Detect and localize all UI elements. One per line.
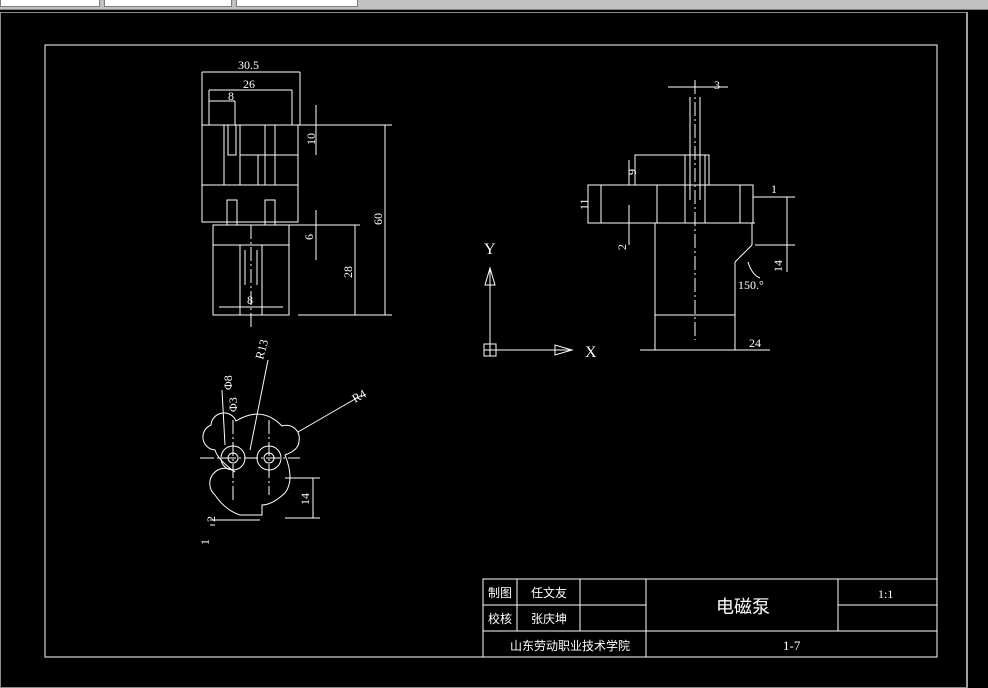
drawn-name: 任文友 — [531, 585, 567, 600]
color-dropdown[interactable] — [104, 0, 232, 7]
linetype-dropdown[interactable] — [236, 0, 358, 7]
dim-top-height: 14 — [298, 493, 312, 505]
dim-side-lip-h: 14 — [771, 260, 785, 272]
dim-side-step-h: 9 — [625, 169, 639, 175]
dim-front-offset: 8 — [228, 89, 234, 103]
dim-front-lower-h: 28 — [341, 266, 355, 278]
dim-side-flange: 11 — [577, 198, 591, 210]
dim-front-top-h: 10 — [304, 133, 318, 145]
dim-side-top-w: 3 — [714, 78, 720, 92]
dim-top-radius-small: R4 — [350, 386, 369, 405]
dim-front-width-total: 30.5 — [238, 58, 259, 72]
dim-side-angle: 150.° — [738, 278, 764, 292]
dim-front-width: 26 — [243, 77, 255, 91]
top-view — [200, 359, 363, 526]
dim-top-dia-inner: Φ3 — [226, 397, 240, 412]
dim-front-base-w: 8 — [247, 293, 253, 307]
ucs-icon — [483, 266, 574, 357]
dim-top-small-b: 1 — [198, 539, 212, 545]
part-name: 电磁泵 — [716, 597, 770, 618]
dim-side-gap: 2 — [615, 244, 629, 250]
ucs-x-label: X — [585, 344, 597, 361]
dim-front-step: 6 — [302, 234, 316, 240]
checked-label: 校核 — [488, 611, 512, 626]
toolbar-strip — [0, 0, 988, 10]
school-name: 山东劳动职业技术学院 — [510, 638, 630, 653]
dim-side-base-w: 24 — [749, 336, 761, 350]
dim-top-dia-outer: Φ8 — [221, 375, 235, 390]
title-block-text: 制图 任文友 校核 张庆坤 电磁泵 1:1 山东劳动职业技术学院 1-7 — [488, 585, 893, 653]
drawing-number: 1-7 — [783, 638, 801, 653]
dim-top-radius-large: R13 — [252, 338, 271, 361]
dim-front-height-total: 60 — [371, 213, 385, 225]
layer-dropdown[interactable] — [0, 0, 100, 7]
front-view — [201, 71, 392, 330]
side-view — [587, 80, 795, 351]
title-block — [482, 578, 938, 658]
dim-side-lip: 1 — [771, 182, 777, 196]
drawing-frame — [44, 44, 938, 658]
dim-top-small-a: 2 — [204, 516, 218, 522]
scale: 1:1 — [878, 587, 893, 601]
ucs-y-label: Y — [484, 241, 496, 258]
checked-name: 张庆坤 — [531, 611, 567, 626]
drawn-label: 制图 — [488, 586, 512, 600]
dimension-labels: 30.5 26 8 10 60 6 28 8 3 9 11 2 1 150.° … — [198, 58, 785, 545]
